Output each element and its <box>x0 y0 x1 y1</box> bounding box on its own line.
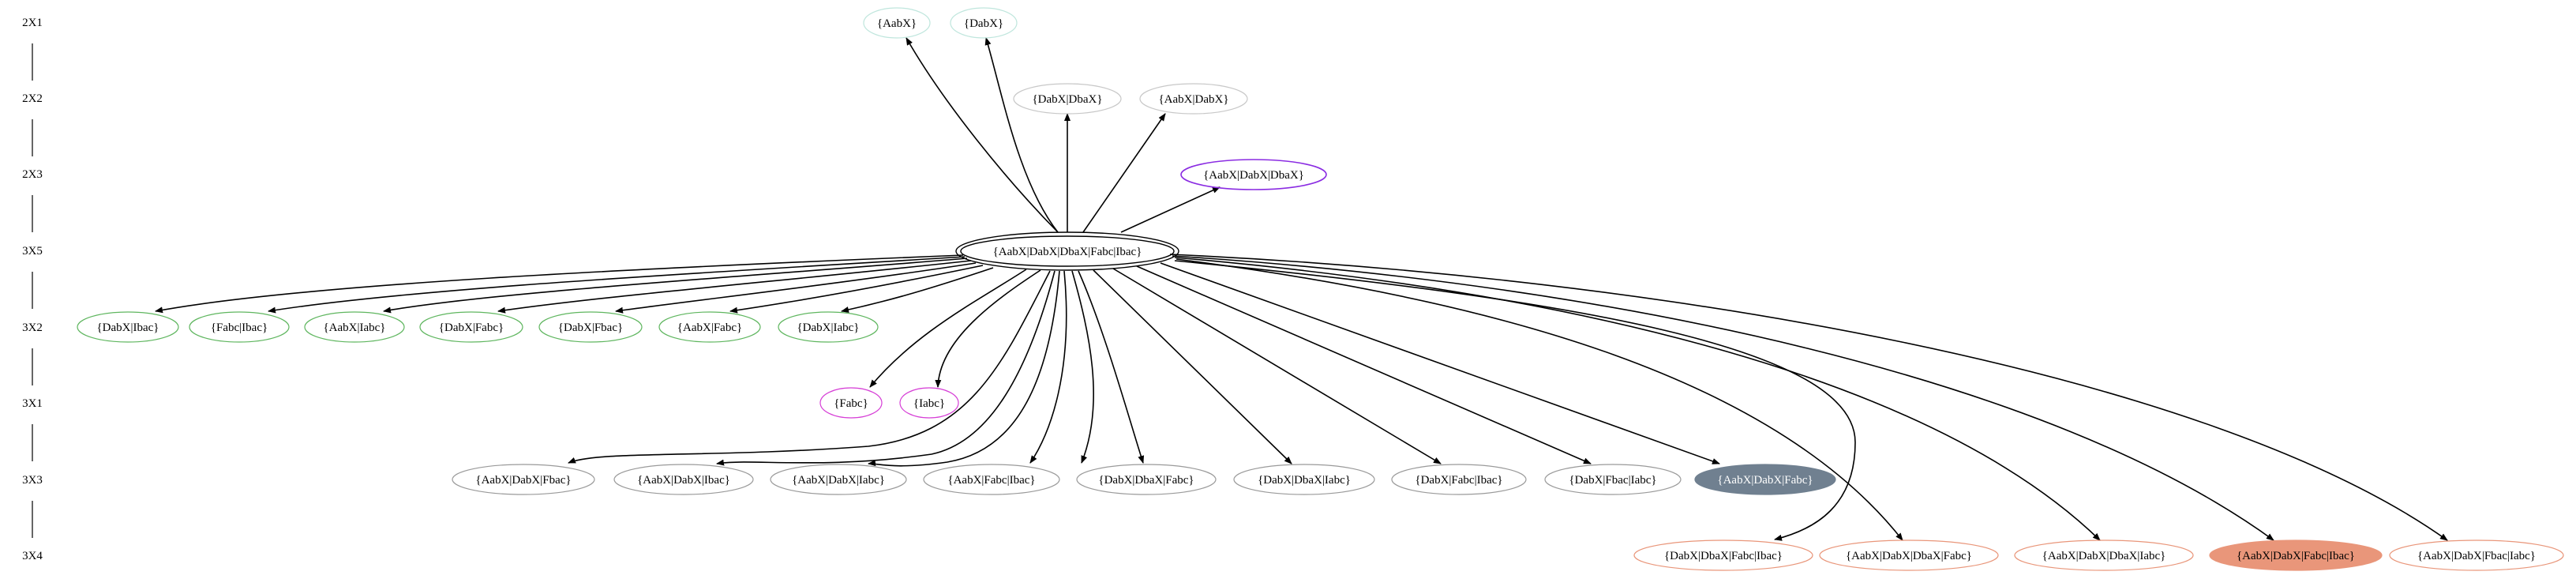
node-label: {AabX|DabX|Fabc|Ibac} <box>2237 550 2355 562</box>
edge <box>1160 262 1720 464</box>
edge <box>841 267 994 313</box>
node-label: {AabX|DabX|DbaX|Iabc} <box>2042 550 2166 562</box>
node-aabx-fabc-ibac <box>923 464 1060 495</box>
edge <box>268 256 966 314</box>
node-aabx-dabx-dbax-fabc <box>1819 540 1999 571</box>
edge <box>869 269 1027 388</box>
node-label: {AabX|DabX|DbaX} <box>1203 169 1304 182</box>
node-label: {Fabc|Ibac} <box>211 321 268 334</box>
edge <box>1174 260 1856 541</box>
node-dabx-fabc <box>419 311 523 343</box>
node-label: {AabX|Fabc} <box>677 321 742 334</box>
rank-label-3x4: 3X4 <box>22 550 43 562</box>
node-dabx-ibac <box>77 311 179 343</box>
node-label: {AabX|DabX|Fabc} <box>1717 474 1813 487</box>
node-label: {DabX|DbaX} <box>1032 93 1102 106</box>
edge <box>716 270 1056 466</box>
rank-label-2x3: 2X3 <box>22 168 43 181</box>
node-fabc <box>819 387 883 419</box>
edge <box>729 265 984 314</box>
edge <box>1174 257 2101 541</box>
node-dabx-fbac-iabc <box>1544 464 1682 495</box>
edge <box>1136 265 1592 464</box>
node-label: {AabX|Iabc} <box>323 321 385 334</box>
edge <box>868 270 1060 467</box>
node-iabc <box>899 387 959 419</box>
node-label: {DabX|Fbac|Iabc} <box>1569 474 1656 487</box>
node-aabx-dabx-fbac <box>452 464 595 495</box>
edge <box>497 260 972 314</box>
node-label: {AabX|DabX|Ibac} <box>637 474 730 487</box>
node-label: {DabX|Iabc} <box>797 321 859 334</box>
node-label: {DabX|DbaX|Iabc} <box>1258 474 1351 487</box>
node-dabx-dbax-iabc <box>1233 464 1375 495</box>
edge <box>155 254 964 314</box>
node-label: {AabX|DabX|DbaX|Fabc} <box>1846 550 1972 562</box>
node-dabx-dbax-fabc <box>1076 464 1217 495</box>
node-label: {DabX|Ibac} <box>96 321 159 334</box>
edge <box>383 258 968 314</box>
node-dabx-fabc-ibac <box>1391 464 1527 495</box>
node-dabx <box>950 7 1018 39</box>
node-label: {AabX|DabX|Fbac} <box>475 474 571 487</box>
node-label: {AabX|Fabc|Ibac} <box>947 474 1035 487</box>
edge <box>1029 270 1067 464</box>
rank-label-3x1: 3X1 <box>22 397 43 410</box>
rank-column: 2X1 2X2 2X3 3X5 3X2 3X1 3X3 3X4 <box>22 17 43 562</box>
node-label: {AabX} <box>877 17 917 30</box>
rank-label-2x2: 2X2 <box>22 92 43 105</box>
edge <box>1071 270 1094 464</box>
node-aabx-fabc <box>658 311 761 343</box>
node-aabx-dabx <box>1139 83 1248 115</box>
node-aabx-dabx-dbax <box>1180 159 1327 190</box>
node-aabx-dabx-iabc <box>770 464 907 495</box>
node-label: {DabX|Fabc} <box>439 321 504 334</box>
node-label: {DabX} <box>964 17 1003 30</box>
node-label: {DabX|Fbac} <box>558 321 623 334</box>
node-aabx-dabx-ibac <box>613 464 754 495</box>
node-aabx-dabx-dbax-iabc <box>2014 540 2194 571</box>
edges <box>155 37 2448 541</box>
node-dabx-dbax <box>1013 83 1122 115</box>
node-aabx-dabx-fbac-iabc <box>2389 540 2564 571</box>
edge <box>1078 270 1145 464</box>
node-label: {AabX|DabX} <box>1158 93 1228 106</box>
edge <box>615 262 977 314</box>
node-label: {AabX|DabX|Fbac|Iabc} <box>2417 550 2536 562</box>
edge <box>1082 113 1166 233</box>
nodes: {AabX} {DabX} {DabX|DbaX} {AabX|DabX} {A… <box>77 7 2564 571</box>
edge <box>984 37 1059 233</box>
node-label: {AabX|DabX|DbaX|Fabc|Ibac} <box>993 246 1142 258</box>
rank-label-3x2: 3X2 <box>22 321 43 334</box>
rank-label-3x3: 3X3 <box>22 474 43 487</box>
node-label: {DabX|DbaX|Fabc} <box>1098 474 1194 487</box>
edge <box>1172 255 2274 541</box>
edge <box>1169 254 2448 541</box>
node-dabx-iabc <box>778 311 879 343</box>
node-dabx-fbac <box>538 311 643 343</box>
edge <box>1112 268 1442 464</box>
edge <box>1176 258 1903 541</box>
rank-label-3x5: 3X5 <box>22 245 43 258</box>
node-aabx-iabc <box>304 311 405 343</box>
node-label: {DabX|DbaX|Fabc|Ibac} <box>1664 550 1783 562</box>
root-node <box>960 235 1175 267</box>
node-dabx-dbax-fabc-ibac <box>1633 540 1813 571</box>
edge <box>1120 186 1221 233</box>
node-aabx-dabx-fabc-ibac <box>2209 540 2383 571</box>
edge <box>906 37 1059 233</box>
edge <box>568 270 1051 464</box>
node-aabx-dabx-fabc <box>1694 464 1836 495</box>
node-label: {AabX|DabX|Iabc} <box>792 474 885 487</box>
rank-label-2x1: 2X1 <box>22 17 43 29</box>
node-label: {Fabc} <box>834 397 868 410</box>
node-fabc-ibac <box>189 311 290 343</box>
node-aabx <box>863 7 931 39</box>
edge <box>935 269 1041 388</box>
edge <box>1093 269 1292 464</box>
root-node-outer <box>955 231 1179 271</box>
node-label: {Iabc} <box>913 397 945 410</box>
node-label: {DabX|Fabc|Ibac} <box>1415 474 1502 487</box>
